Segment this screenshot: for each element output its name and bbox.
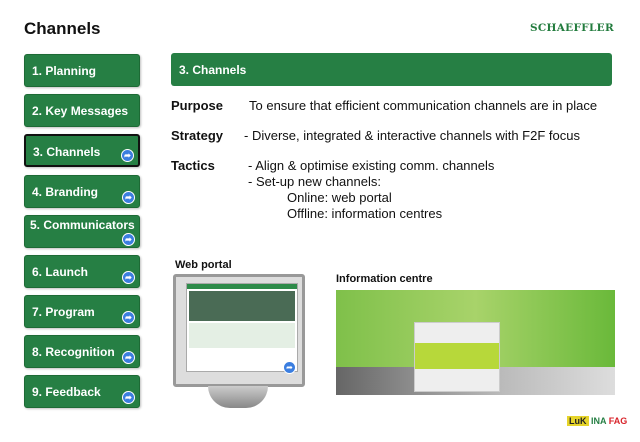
tactics-line: - Align & optimise existing comm. channe…: [248, 158, 495, 173]
link-arrow-icon[interactable]: ➦: [122, 271, 135, 284]
link-arrow-icon[interactable]: ➦: [283, 361, 296, 374]
tactics-line: - Set-up new channels:: [248, 174, 381, 189]
nav-key-messages[interactable]: 2. Key Messages: [24, 94, 140, 127]
link-arrow-icon[interactable]: ➦: [122, 311, 135, 324]
purpose-label: Purpose: [171, 98, 224, 113]
link-arrow-icon[interactable]: ➦: [122, 391, 135, 404]
ina-logo: INA: [591, 416, 607, 426]
tactics-line: Online: web portal: [287, 190, 392, 205]
information-centre-caption: Information centre: [336, 273, 433, 285]
web-portal-caption: Web portal: [175, 259, 232, 271]
purpose-text: To ensure that efficient communication c…: [249, 98, 598, 113]
nav-label: 2. Key Messages: [32, 104, 129, 118]
section-banner: 3. Channels: [171, 53, 612, 86]
link-arrow-icon[interactable]: ➦: [122, 351, 135, 364]
link-arrow-icon[interactable]: ➦: [121, 149, 134, 162]
strategy-label: Strategy: [171, 128, 224, 143]
nav-feedback[interactable]: 9. Feedback ➦: [24, 375, 140, 408]
nav-label: 9. Feedback: [32, 385, 101, 399]
nav-label: 6. Launch: [32, 265, 89, 279]
nav-label: 5. Communicators: [30, 218, 135, 232]
schaeffler-logo: SCHAEFFLER: [529, 22, 614, 34]
information-centre-image: [336, 290, 615, 395]
brand-logos: LuK INA FAG: [567, 416, 627, 427]
nav-label: 7. Program: [32, 305, 95, 319]
strategy-text: - Diverse, integrated & interactive chan…: [244, 128, 580, 143]
nav-launch[interactable]: 6. Launch ➦: [24, 255, 140, 288]
link-arrow-icon[interactable]: ➦: [122, 233, 135, 246]
tactics-line: Offline: information centres: [287, 206, 443, 221]
nav-planning[interactable]: 1. Planning: [24, 54, 140, 87]
nav-communicators[interactable]: 5. Communicators➦: [24, 215, 140, 248]
nav-label: 8. Recognition: [32, 345, 115, 359]
nav-label: 1. Planning: [32, 64, 97, 78]
nav-label: 4. Branding: [32, 185, 99, 199]
nav-channels[interactable]: 3. Channels ➦: [24, 134, 140, 167]
nav-recognition[interactable]: 8. Recognition ➦: [24, 335, 140, 368]
luk-logo: LuK: [567, 416, 589, 426]
nav-program[interactable]: 7. Program ➦: [24, 295, 140, 328]
tactics-label: Tactics: [171, 158, 215, 173]
link-arrow-icon[interactable]: ➦: [122, 191, 135, 204]
web-portal-image: ➦: [173, 274, 305, 409]
nav-branding[interactable]: 4. Branding ➦: [24, 175, 140, 208]
page-title: Channels: [24, 19, 101, 38]
nav-label: 3. Channels: [33, 145, 101, 159]
fag-logo: FAG: [608, 416, 628, 426]
